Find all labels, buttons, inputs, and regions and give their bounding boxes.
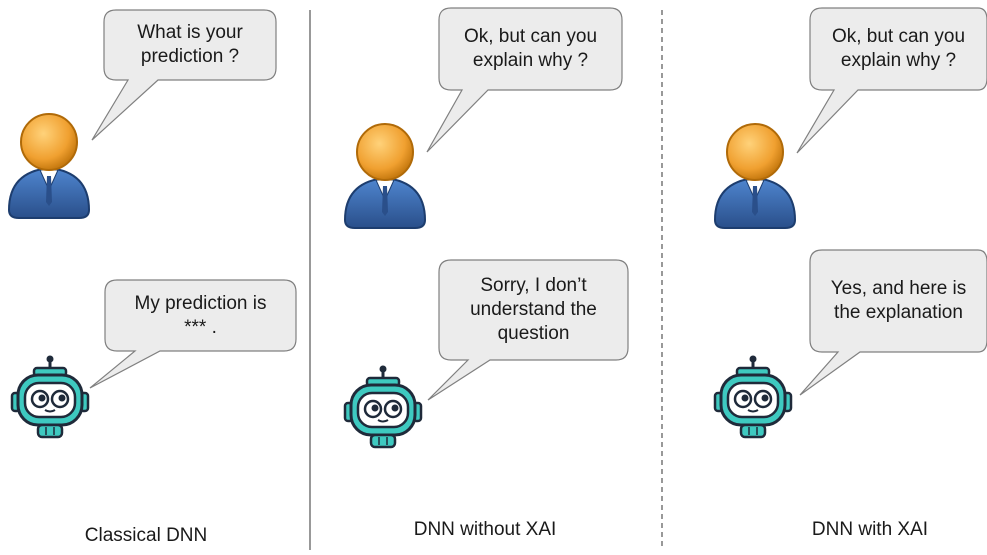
panel-3-user-bubble-shape — [796, 7, 987, 154]
robot-icon — [343, 364, 423, 449]
user-avatar-icon — [8, 113, 90, 219]
panel-1-bot-bubble-shape — [89, 279, 297, 389]
panel-2-user-bubble-text: Ok, but can you explain why ? — [463, 26, 598, 71]
panel-3-bot-bubble-text: Yes, and here is the explanation — [830, 278, 967, 323]
robot-icon — [10, 354, 90, 439]
panel-3-bot-bubble-shape — [799, 249, 987, 396]
panel-1-user-bubble-text: What is your prediction ? — [137, 22, 243, 67]
panel-3-user-bubble-text: Ok, but can you explain why ? — [831, 26, 966, 71]
robot-icon — [713, 354, 793, 439]
panel-1-bot-bubble-text: My prediction is *** . — [134, 292, 267, 338]
panel-1-user-bubble-shape — [91, 9, 277, 141]
panel-1-caption: Classical DNN — [84, 525, 208, 546]
panel-2-caption: DNN without XAI — [413, 519, 557, 540]
user-avatar-icon — [714, 123, 796, 229]
panel-2-user-bubble-shape — [426, 7, 623, 153]
panel-3-caption: DNN with XAI — [811, 519, 929, 540]
panel-2-bot-bubble-shape — [427, 259, 629, 401]
user-avatar-icon — [344, 123, 426, 229]
panel-2-bot-bubble-text: Sorry, I don’t understand the question — [470, 275, 597, 344]
